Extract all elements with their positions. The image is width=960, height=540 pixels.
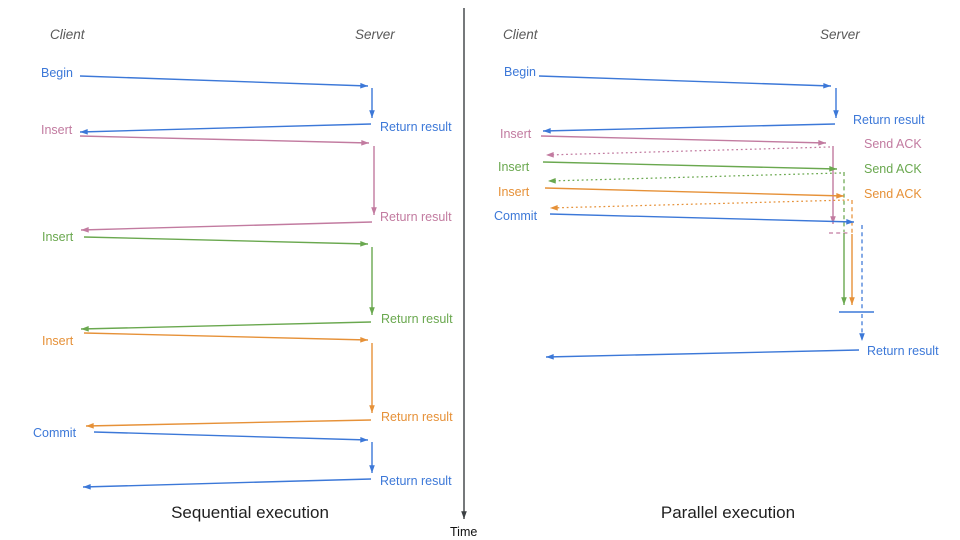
line-insert1-request: [79, 135, 370, 146]
line-insert3-ack: [549, 199, 850, 211]
line-insert2-request: [542, 161, 838, 172]
time-axis: Time: [450, 8, 477, 539]
line-insert3-return: [85, 419, 372, 429]
label-insert-1: Insert: [500, 127, 532, 141]
server-header: Server: [355, 27, 395, 42]
label-ack-2: Send ACK: [864, 162, 922, 176]
line-insert2-request: [83, 236, 369, 247]
label-commit: Commit: [494, 209, 538, 223]
label-return-insert-1: Return result: [380, 210, 452, 224]
line-insert2-ack: [547, 172, 842, 184]
line-insert1-return: [80, 221, 373, 233]
client-header: Client: [50, 27, 86, 42]
label-return-commit: Return result: [867, 344, 939, 358]
label-insert-2: Insert: [42, 230, 74, 244]
line-commit-request: [93, 431, 369, 443]
line-begin-request: [79, 75, 369, 89]
line-insert3-request: [83, 332, 369, 343]
panel-title-parallel: Parallel execution: [661, 503, 795, 522]
label-insert-2: Insert: [498, 160, 530, 174]
line-begin-return: [542, 123, 836, 134]
client-header: Client: [503, 27, 539, 42]
time-axis-label: Time: [450, 525, 477, 539]
label-return-begin: Return result: [380, 120, 452, 134]
label-insert-3: Insert: [42, 334, 74, 348]
label-return-begin: Return result: [853, 113, 925, 127]
label-begin: Begin: [504, 65, 536, 79]
label-insert-1: Insert: [41, 123, 73, 137]
label-ack-1: Send ACK: [864, 137, 922, 151]
label-begin: Begin: [41, 66, 73, 80]
line-commit-request: [549, 213, 855, 225]
label-insert-3: Insert: [498, 185, 530, 199]
line-commit-return: [545, 349, 860, 360]
label-ack-3: Send ACK: [864, 187, 922, 201]
label-return-commit: Return result: [380, 474, 452, 488]
line-insert1-request: [540, 135, 827, 146]
line-begin-request: [538, 75, 832, 89]
line-commit-return: [82, 478, 372, 490]
line-insert1-ack: [545, 146, 831, 158]
label-return-insert-2: Return result: [381, 312, 453, 326]
line-insert3-request: [544, 187, 845, 199]
label-commit: Commit: [33, 426, 77, 440]
server-header: Server: [820, 27, 860, 42]
line-begin-return: [79, 123, 372, 135]
label-return-insert-3: Return result: [381, 410, 453, 424]
panel-title-sequential: Sequential execution: [171, 503, 329, 522]
line-insert2-return: [80, 321, 372, 332]
